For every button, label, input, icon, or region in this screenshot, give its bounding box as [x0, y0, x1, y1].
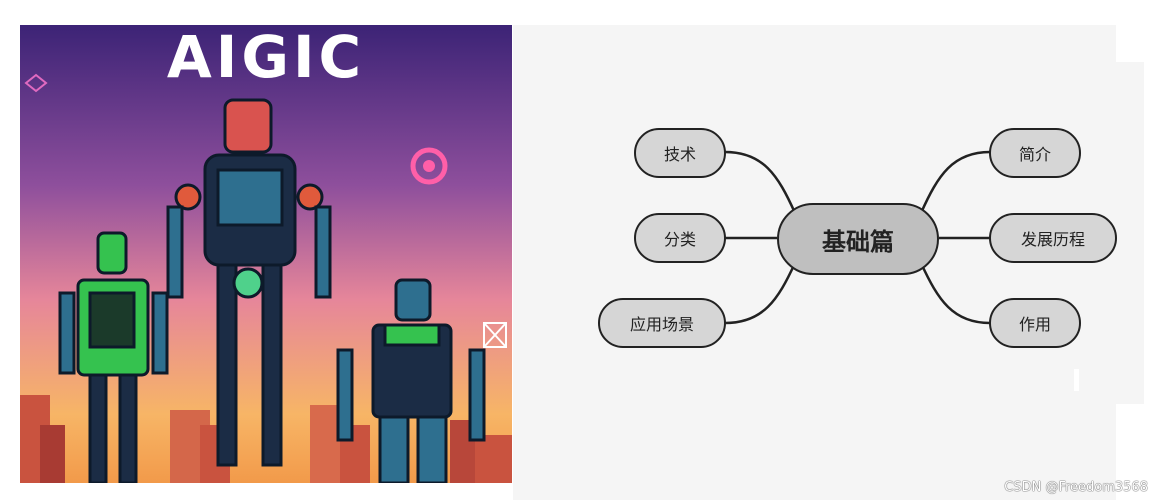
big-robot — [166, 98, 332, 467]
aigic-poster-image: AIGIC — [20, 25, 512, 483]
green-robot — [58, 231, 169, 483]
city-skyline — [20, 395, 512, 483]
mindmap-connectors — [724, 150, 991, 325]
poster-title: AIGIC — [166, 25, 366, 91]
right-node[interactable]: 简介 — [989, 128, 1081, 178]
mindmap: 基础篇 技术 分类 应用场景 简介 发展历程 作用 — [513, 25, 1117, 500]
watermark: CSDN @Freedom3568 — [1004, 480, 1148, 495]
robot-illustration — [20, 25, 512, 483]
left-node[interactable]: 应用场景 — [598, 298, 726, 348]
divider-mark — [1074, 369, 1079, 391]
center-node[interactable]: 基础篇 — [777, 203, 939, 275]
small-robot — [336, 278, 486, 483]
x-box-icon — [483, 322, 507, 348]
mindmap-background-strip — [1116, 62, 1144, 404]
right-node[interactable]: 作用 — [989, 298, 1081, 348]
left-node[interactable]: 分类 — [634, 213, 726, 263]
left-node[interactable]: 技术 — [634, 128, 726, 178]
right-node[interactable]: 发展历程 — [989, 213, 1117, 263]
neon-target-icon — [410, 147, 448, 185]
logo-icon — [24, 73, 48, 93]
